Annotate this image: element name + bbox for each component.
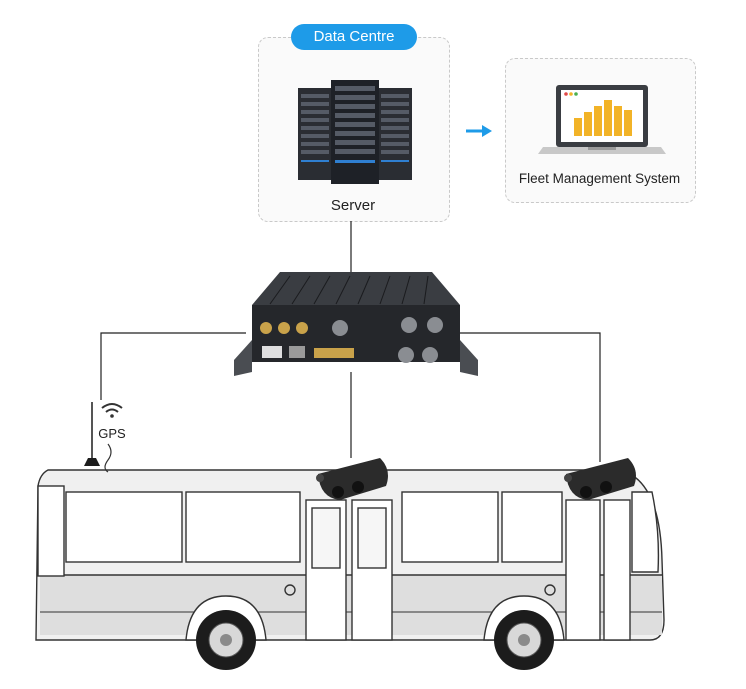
data-centre-badge: Data Centre bbox=[291, 24, 417, 50]
wheel-front bbox=[196, 610, 256, 670]
server-label: Server bbox=[330, 197, 376, 214]
wifi-icon bbox=[101, 403, 123, 418]
arrow-right-icon bbox=[466, 125, 492, 137]
mdvr-device bbox=[234, 272, 478, 376]
connection-lines bbox=[100, 221, 601, 462]
fleet-management-label: Fleet Management System bbox=[518, 171, 681, 186]
bus bbox=[35, 469, 665, 641]
antenna-icon bbox=[84, 402, 112, 473]
wheel-rear bbox=[494, 610, 554, 670]
laptop-chart-icon bbox=[538, 85, 666, 154]
server-rack-icon bbox=[298, 80, 412, 184]
camera-icon bbox=[316, 458, 388, 500]
gps-label: GPS bbox=[98, 426, 126, 441]
camera-icon bbox=[564, 458, 636, 500]
